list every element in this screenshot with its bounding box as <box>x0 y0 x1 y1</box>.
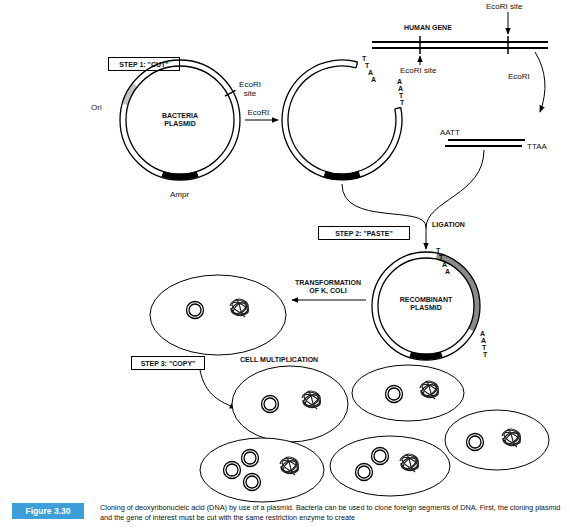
cut-arrow <box>535 52 545 112</box>
sticky-end-base: T <box>482 344 486 351</box>
gene-fragment <box>448 139 525 141</box>
node-label: STEP 2: "PASTE" <box>335 230 393 237</box>
enzyme-label: EcoRI <box>508 72 530 81</box>
chromosome <box>502 429 522 447</box>
node-label: STEP 3: "COPY" <box>141 360 196 367</box>
small-plasmid <box>224 462 241 479</box>
leader-arrow <box>508 12 509 34</box>
transformation-arrow <box>292 300 366 301</box>
sticky-end-base: A <box>481 337 486 344</box>
chromosome <box>400 454 420 472</box>
small-plasmid <box>242 450 259 467</box>
ring-segment <box>324 174 359 177</box>
merge-line <box>426 150 484 228</box>
ring-line <box>372 252 480 360</box>
sticky-end-base: A <box>445 268 450 275</box>
site-label: EcoRI site <box>400 66 436 75</box>
ring-segment <box>125 85 135 104</box>
ring-line <box>126 66 234 174</box>
edge-label: EcoRI <box>248 108 270 117</box>
sticky-end-label: AATT <box>440 128 460 137</box>
ring-line <box>378 258 474 354</box>
sticky-end-base: T <box>483 351 487 358</box>
sticky-end-base: T <box>365 62 369 69</box>
sticky-end-label: TTAA <box>527 142 547 151</box>
bacteria-cells <box>150 275 549 502</box>
chromosome <box>280 457 300 475</box>
sticky-end-base: A <box>480 330 485 337</box>
enzyme-arrow <box>245 120 278 121</box>
multiplication-arrow <box>200 370 236 408</box>
small-plasmid <box>372 448 389 465</box>
ligation-arrow <box>342 184 426 249</box>
gene-label: HUMAN GENE <box>404 24 452 32</box>
figure-caption: Cloning of deoxyribonucleic acid (DNA) b… <box>100 503 562 523</box>
plasmid-circle: BACTERIA PLASMID <box>118 58 242 182</box>
small-plasmid <box>262 396 279 413</box>
gene-strand <box>372 41 548 43</box>
step-box: STEP 3: "COPY" <box>131 356 205 370</box>
plasmid-label: BACTERIA PLASMID <box>152 112 208 128</box>
chromosome <box>420 381 440 399</box>
sticky-end-base: A <box>368 69 373 76</box>
site-tick <box>507 36 509 54</box>
small-plasmid <box>467 434 484 451</box>
small-plasmid <box>244 474 261 491</box>
edge-label: LIGATION <box>432 221 465 229</box>
figure-number-box: Figure 3.30 <box>12 503 84 519</box>
sticky-end-base: A <box>397 78 402 85</box>
bacterium <box>150 275 286 355</box>
ring-segment <box>437 256 477 330</box>
sticky-end-base: T <box>436 247 440 254</box>
sticky-end-base: A <box>442 261 447 268</box>
ring-line <box>120 60 240 180</box>
chromosome <box>302 391 322 409</box>
step-box: STEP 1: "CUT" <box>108 57 180 71</box>
ring-segment <box>410 355 442 358</box>
sticky-end-base: T <box>399 92 403 99</box>
bacterium <box>330 436 450 496</box>
site-label: EcoRI site <box>236 80 264 98</box>
cut-plasmid-circle: TTAAAATT <box>280 58 404 182</box>
step-box: STEP 2: "PASTE" <box>318 226 410 240</box>
step-description: TRANSFORMATION OF K, COLI <box>292 279 364 295</box>
node-label: Figure 3.30 <box>26 506 71 516</box>
chromosome <box>230 299 250 317</box>
site-label: EcoRI site <box>486 2 522 11</box>
small-plasmid <box>386 386 403 403</box>
site-tick <box>225 90 236 96</box>
bacterium <box>352 365 464 421</box>
bacterium <box>200 438 324 502</box>
recombinant-plasmid-circle: TTAARECOMBINANT PLASMIDAATT <box>370 250 482 362</box>
resistance-gene-label: Ampr <box>170 190 189 199</box>
plasmid-label: RECOMBINANT PLASMID <box>390 296 462 312</box>
bacterium <box>232 366 348 442</box>
bacterium <box>445 410 549 470</box>
plasmid-ring <box>280 58 404 182</box>
site-tick <box>419 36 421 54</box>
small-plasmid <box>187 302 204 319</box>
cut-end <box>395 108 401 109</box>
gene-fragment <box>445 145 522 147</box>
gene-strand <box>372 47 548 49</box>
ring-line <box>282 60 402 180</box>
cut-end <box>356 62 358 68</box>
leader-arrow <box>420 56 421 65</box>
node-label: STEP 1: "CUT" <box>119 61 168 68</box>
small-plasmid <box>356 464 373 481</box>
sticky-end-base: T <box>439 254 443 261</box>
origin-label: Ori <box>91 103 102 112</box>
sticky-end-base: A <box>371 76 376 83</box>
step-description: CELL MULTIPLICATION <box>240 356 318 364</box>
ring-line <box>288 66 396 174</box>
sticky-end-base: A <box>398 85 403 92</box>
sticky-end-base: T <box>400 99 404 106</box>
sticky-end-base: T <box>362 55 366 62</box>
